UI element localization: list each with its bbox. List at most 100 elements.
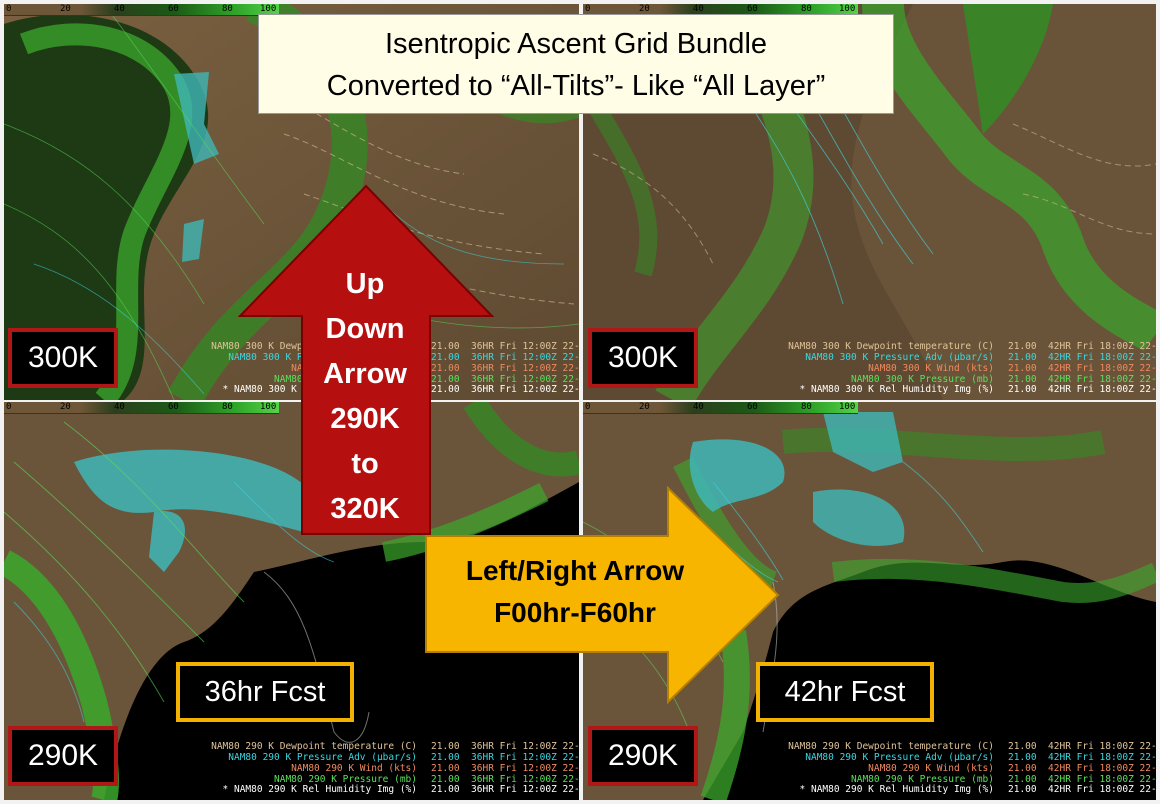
- legend-label: NAM80 300 K Pressure (mb): [851, 373, 994, 385]
- colorbar-tick: 20: [639, 4, 650, 14]
- colorbar-tick: 40: [114, 402, 125, 412]
- colorbar-tick: 20: [60, 402, 71, 412]
- colorbar-tick: 60: [168, 402, 179, 412]
- legend-label: NAM80 290 K Dewpoint temperature (C): [211, 741, 417, 753]
- slide-title: Isentropic Ascent Grid Bundle Converted …: [258, 14, 894, 114]
- colorbar-tick: 0: [6, 4, 12, 14]
- map-panel-bottom-right: 0 20 40 60 80 100 NAM80 290 K Dewpoint t…: [583, 402, 1156, 800]
- legend-value: 21.00 42HR Fri 18:00Z 22-Jan-16: [1008, 784, 1156, 796]
- colorbar-tick: 60: [747, 4, 758, 14]
- legend-value: 21.00 36HR Fri 12:00Z 22-Jan-16: [431, 762, 579, 774]
- isentropic-map: [583, 402, 1156, 800]
- legend-row: * NAM80 290 K Rel Humidity Img (%) 21.00 …: [191, 784, 579, 796]
- colorbar-tick: 60: [747, 402, 758, 412]
- legend-row: * NAM80 300 K Rel Humidity Img (%) 21.00 …: [768, 384, 1156, 396]
- legend-row: NAM80 300 K Wind (kts) 21.00 42HR Fri 18:…: [768, 362, 1156, 375]
- legend-row: NAM80 290 K Wind (kts) 21.00 42HR Fri 18:…: [768, 762, 1156, 775]
- legend-value: 21.00 42HR Fri 18:00Z 22-Jan-16: [1008, 741, 1156, 753]
- colorbar: 0 20 40 60 80 100: [4, 402, 279, 414]
- legend-label: NAM80 290 K Wind (kts): [291, 762, 417, 774]
- colorbar-tick: 100: [260, 4, 277, 14]
- colorbar-tick: 20: [639, 402, 650, 412]
- colorbar: 0 20 40 60 80 100: [583, 402, 858, 414]
- legend-value: 21.00 42HR Fri 18:00Z 22-Jan-16: [1008, 773, 1156, 785]
- colorbar-tick: 80: [222, 402, 233, 412]
- legend-row: NAM80 290 K Pressure (mb) 21.00 36HR Fri …: [191, 773, 579, 786]
- legend-row: NAM80 290 K Pressure (mb) 21.00 42HR Fri …: [768, 773, 1156, 786]
- legend-row: * NAM80 290 K Rel Humidity Img (%) 21.00 …: [768, 784, 1156, 796]
- legend-label: NAM80 290 K Pressure (mb): [274, 773, 417, 785]
- isentropic-map: [4, 402, 579, 800]
- arrow-text-line: F00hr-F60hr: [494, 597, 656, 628]
- level-label-top-right: 300K: [588, 328, 698, 388]
- colorbar-tick: 100: [839, 402, 856, 412]
- legend-row: NAM80 300 K Pressure (mb) 21.00 42HR Fri …: [768, 373, 1156, 386]
- legend-value: 21.00 36HR Fri 12:00Z 22-Jan-16: [431, 384, 579, 396]
- colorbar-tick: 40: [693, 402, 704, 412]
- legend-value: 21.00 42HR Fri 18:00Z 22-Jan-16: [1008, 752, 1156, 764]
- colorbar-tick: 100: [839, 4, 856, 14]
- legend-value: 21.00 36HR Fri 12:00Z 22-Jan-16: [431, 352, 579, 364]
- legend-row: NAM80 290 K Dewpoint temperature (C) 21.0…: [191, 741, 579, 753]
- legend-label: NAM80 300 K Dewpoint temperature (C): [788, 341, 994, 353]
- legend-label: NAM80 290 K Pressure Adv (μbar/s): [228, 752, 417, 764]
- legend-value: 21.00 36HR Fri 12:00Z 22-Jan-16: [431, 373, 579, 385]
- product-legend: NAM80 300 K Dewpoint temperature (C) 21.0…: [768, 341, 1156, 396]
- legend-label: NAM80 290 K Dewpoint temperature (C): [788, 741, 994, 753]
- legend-label: NAM80 290 K Pressure (mb): [851, 773, 994, 785]
- colorbar-tick: 60: [168, 4, 179, 14]
- legend-row: NAM80 300 K Pressure Adv (μbar/s)21.00 4…: [768, 352, 1156, 364]
- colorbar-tick: 0: [585, 402, 591, 412]
- legend-value: 21.00 42HR Fri 18:00Z 22-Jan-16: [1008, 762, 1156, 774]
- colorbar-tick: 80: [222, 4, 233, 14]
- legend-label: * NAM80 300 K Rel Humidity Img (%): [799, 384, 994, 396]
- colorbar-tick: 80: [801, 4, 812, 14]
- legend-row: NAM80 290 K Dewpoint temperature (C) 21.0…: [768, 741, 1156, 753]
- up-down-arrow-text: Up Down Arrow 290K to 320K: [300, 262, 430, 532]
- legend-value: 21.00 36HR Fri 12:00Z 22-Jan-16: [431, 752, 579, 764]
- arrow-text-line: Left/Right Arrow: [465, 555, 685, 586]
- colorbar-tick: 20: [60, 4, 71, 14]
- map-panel-bottom-left: 0 20 40 60 80 100 NAM80 290 K Dewpoint t…: [4, 402, 579, 800]
- colorbar-tick: 40: [114, 4, 125, 14]
- legend-value: 21.00 42HR Fri 18:00Z 22-Jan-16: [1008, 341, 1156, 353]
- arrow-text-line: to: [351, 448, 379, 480]
- colorbar-tick: 0: [6, 402, 12, 412]
- legend-row: NAM80 290 K Pressure Adv (μbar/s) 21.00 3…: [191, 752, 579, 764]
- title-line-2: Converted to “All-Tilts”- Like “All Laye…: [326, 70, 826, 102]
- legend-row: NAM80 290 K Wind (kts) 21.00 36HR Fri 12:…: [191, 762, 579, 775]
- colorbar-tick: 100: [260, 402, 277, 412]
- legend-value: 21.00 36HR Fri 12:00Z 22-Jan-16: [431, 341, 579, 353]
- product-legend: NAM80 290 K Dewpoint temperature (C) 21.0…: [191, 741, 579, 796]
- legend-value: 21.00 36HR Fri 12:00Z 22-Jan-16: [431, 773, 579, 785]
- legend-value: 21.00 42HR Fri 18:00Z 22-Jan-16: [1008, 352, 1156, 364]
- level-label-bottom-left: 290K: [8, 726, 118, 786]
- colorbar-tick: 40: [693, 4, 704, 14]
- legend-label: * NAM80 290 K Rel Humidity Img (%): [222, 784, 417, 796]
- legend-row: NAM80 290 K Pressure Adv (μbar/s)21.00 4…: [768, 752, 1156, 764]
- legend-value: 21.00 36HR Fri 12:00Z 22-Jan-16: [431, 784, 579, 796]
- legend-label: NAM80 300 K Wind (kts): [868, 362, 994, 374]
- legend-value: 21.00 36HR Fri 12:00Z 22-Jan-16: [431, 362, 579, 374]
- up-down-arrow-icon: [237, 184, 495, 535]
- left-right-arrow-text: Left/Right Arrow F00hr-F60hr: [430, 550, 720, 634]
- product-legend: NAM80 290 K Dewpoint temperature (C) 21.0…: [768, 741, 1156, 796]
- legend-value: 21.00 42HR Fri 18:00Z 22-Jan-16: [1008, 373, 1156, 385]
- legend-label: NAM80 290 K Wind (kts): [868, 762, 994, 774]
- arrow-text-line: 320K: [330, 493, 400, 525]
- forecast-hour-label: 42hr Fcst: [756, 662, 934, 722]
- legend-value: 21.00 36HR Fri 12:00Z 22-Jan-16: [431, 741, 579, 753]
- colorbar-tick: 80: [801, 402, 812, 412]
- forecast-hour-label: 36hr Fcst: [176, 662, 354, 722]
- left-right-arrow-icon: [425, 486, 780, 704]
- arrow-text-line: 290K: [330, 403, 400, 435]
- arrow-text-line: Arrow: [323, 358, 407, 390]
- colorbar-tick: 0: [585, 4, 591, 14]
- arrow-text-line: Down: [325, 313, 405, 345]
- level-label-bottom-right: 290K: [588, 726, 698, 786]
- legend-value: 21.00 42HR Fri 18:00Z 22-Jan-16: [1008, 362, 1156, 374]
- legend-label: * NAM80 290 K Rel Humidity Img (%): [799, 784, 994, 796]
- legend-value: 21.00 42HR Fri 18:00Z 22-Jan-16: [1008, 384, 1156, 396]
- colorbar: 0 20 40 60 80 100: [4, 4, 279, 16]
- title-line-1: Isentropic Ascent Grid Bundle: [384, 28, 768, 60]
